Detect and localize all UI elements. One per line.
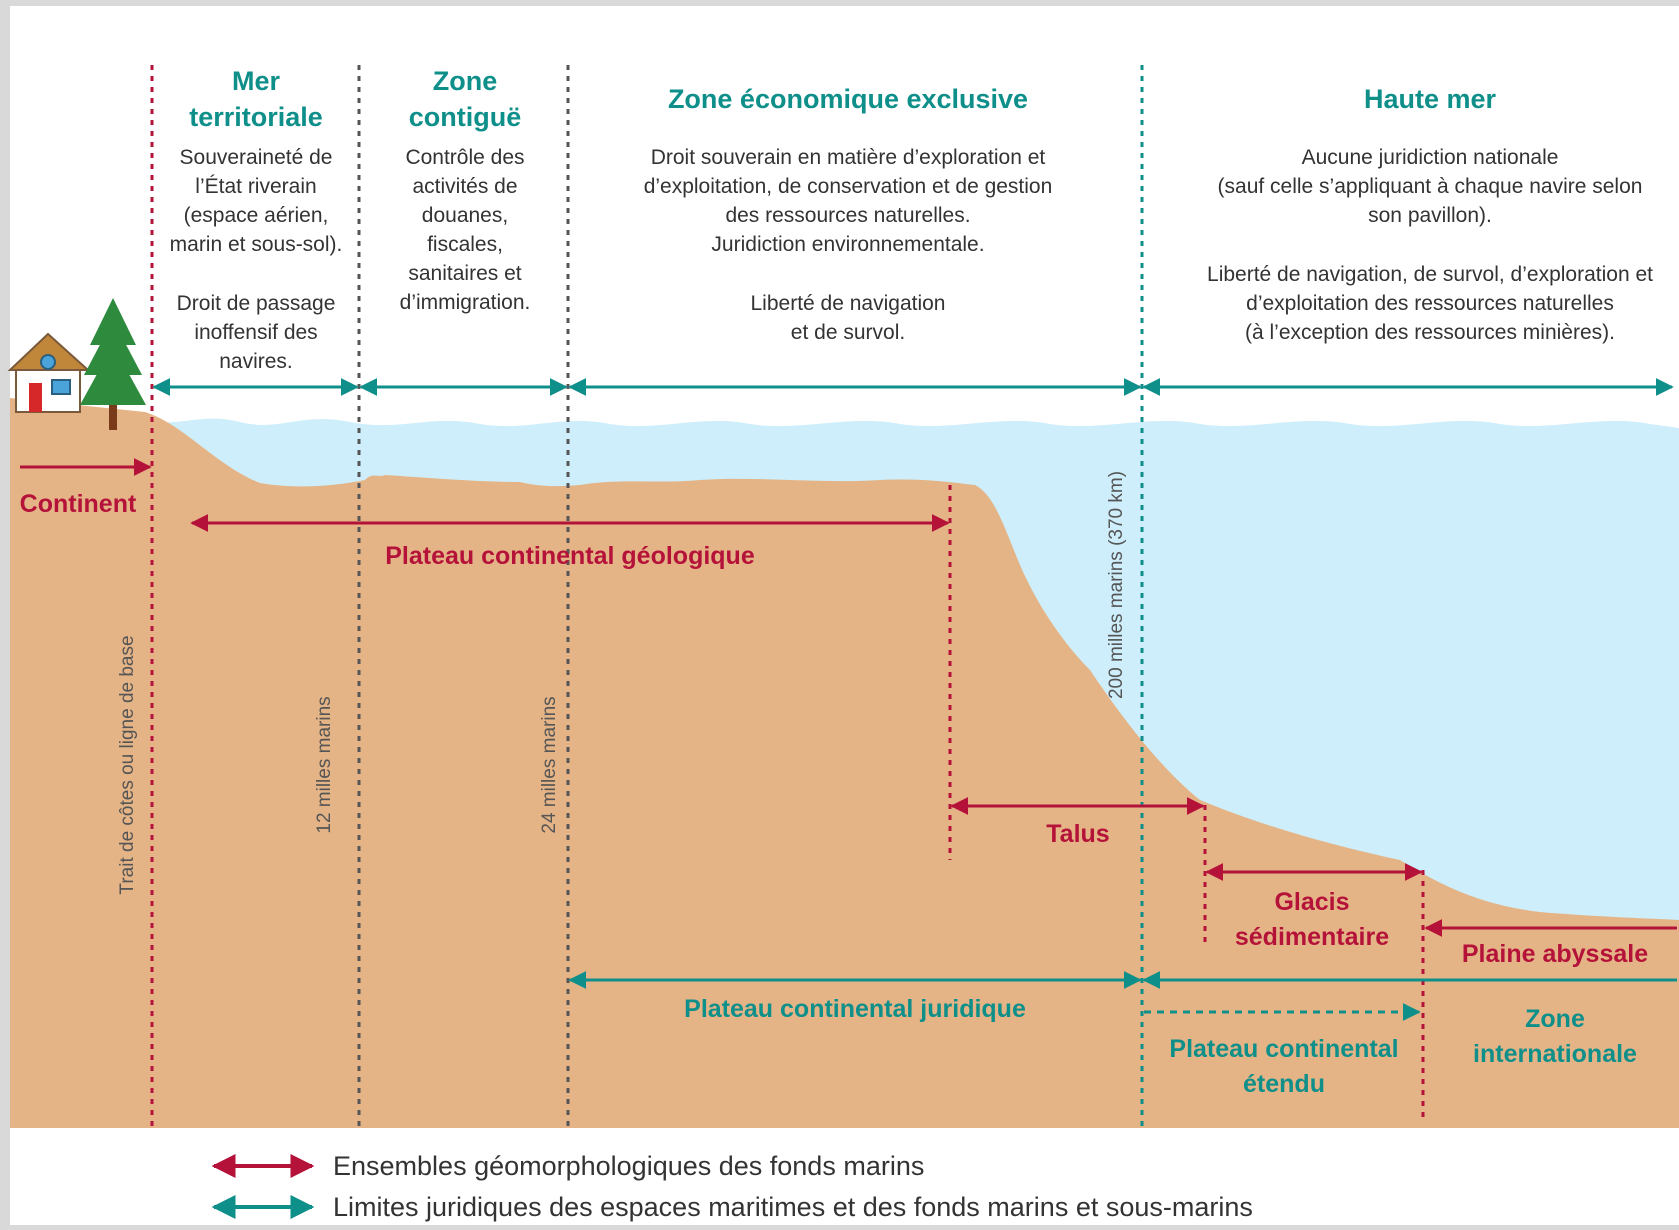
desc-line: Droit de passage: [177, 292, 336, 315]
plaine-abyssale-label: Plaine abyssale: [1462, 940, 1648, 968]
plateau-etendu-label-2: étendu: [1243, 1070, 1325, 1098]
desc-zee: Droit souverain en matière d’exploration…: [644, 146, 1053, 344]
glacis-label-2: sédimentaire: [1235, 923, 1389, 951]
desc-line: Liberté de navigation: [751, 292, 946, 315]
zone-title-haute-mer: Haute mer: [1364, 84, 1497, 114]
desc-zone-contigue: Contrôle des activités de douanes, fisca…: [400, 146, 531, 314]
desc-line: inoffensif des: [194, 321, 317, 344]
desc-line: Aucune juridiction nationale: [1302, 146, 1559, 169]
desc-mer-territoriale: Souveraineté de l’État riverain (espace …: [170, 146, 343, 373]
desc-line: navires.: [219, 350, 293, 373]
continent-label: Continent: [20, 490, 137, 518]
desc-line: d’exploitation des ressources naturelles: [1246, 292, 1614, 315]
desc-line: d’immigration.: [400, 291, 531, 314]
desc-line: (à l’exception des ressources minières).: [1245, 321, 1615, 344]
zone-title-contigue-1: Zone: [433, 66, 498, 96]
talus-label: Talus: [1046, 820, 1109, 848]
house-icon: [7, 332, 91, 413]
desc-line: son pavillon).: [1368, 204, 1492, 227]
land-seafloor: [10, 398, 1679, 1128]
24-milles-vertical-label: 24 milles marins: [539, 696, 560, 833]
legend: Ensembles géomorphologiques des fonds ma…: [211, 1151, 1253, 1222]
12-milles-vertical-label: 12 milles marins: [314, 696, 335, 833]
desc-line: sanitaires et: [408, 262, 521, 285]
desc-line: des ressources naturelles.: [725, 204, 970, 227]
desc-line: Juridiction environnementale.: [711, 233, 984, 256]
legend-legal-label: Limites juridiques des espaces maritimes…: [333, 1192, 1253, 1222]
zone-title-zee: Zone économique exclusive: [668, 84, 1028, 114]
zone-title-mer-territoriale-2: territoriale: [189, 102, 323, 132]
desc-line: douanes,: [422, 204, 508, 227]
desc-line: marin et sous-sol).: [170, 233, 343, 256]
plateau-geologique-label: Plateau continental géologique: [385, 542, 755, 570]
desc-line: Souveraineté de: [180, 146, 333, 169]
plateau-etendu-label-1: Plateau continental: [1169, 1035, 1398, 1063]
desc-line: (sauf celle s’appliquant à chaque navire…: [1218, 175, 1643, 198]
zone-internationale-label-2: internationale: [1473, 1040, 1637, 1068]
plateau-juridique-label: Plateau continental juridique: [684, 995, 1026, 1023]
desc-line: (espace aérien,: [184, 204, 329, 227]
boundary-lines: [150, 65, 1425, 1128]
200-milles-vertical-label: 200 milles marins (370 km): [1106, 471, 1127, 699]
glacis-label-1: Glacis: [1274, 888, 1349, 916]
legend-geomorph-label: Ensembles géomorphologiques des fonds ma…: [333, 1151, 924, 1181]
tree-icon: [80, 298, 146, 430]
desc-haute-mer: Aucune juridiction nationale (sauf celle…: [1207, 146, 1653, 344]
desc-line: activités de: [412, 175, 517, 198]
desc-line: fiscales,: [427, 233, 503, 256]
desc-line: Contrôle des: [405, 146, 524, 169]
zone-title-contigue-2: contiguë: [409, 102, 522, 132]
desc-line: Liberté de navigation, de survol, d’expl…: [1207, 263, 1653, 286]
desc-line: Droit souverain en matière d’exploration…: [651, 146, 1046, 169]
zone-title-mer-territoriale-1: Mer: [232, 66, 281, 96]
desc-line: l’État riverain: [195, 175, 316, 198]
desc-line: et de survol.: [791, 321, 905, 344]
baseline-vertical-label: Trait de côtes ou ligne de base: [117, 635, 138, 894]
desc-line: d’exploitation, de conservation et de ge…: [644, 175, 1053, 198]
zone-internationale-label-1: Zone: [1525, 1005, 1585, 1033]
